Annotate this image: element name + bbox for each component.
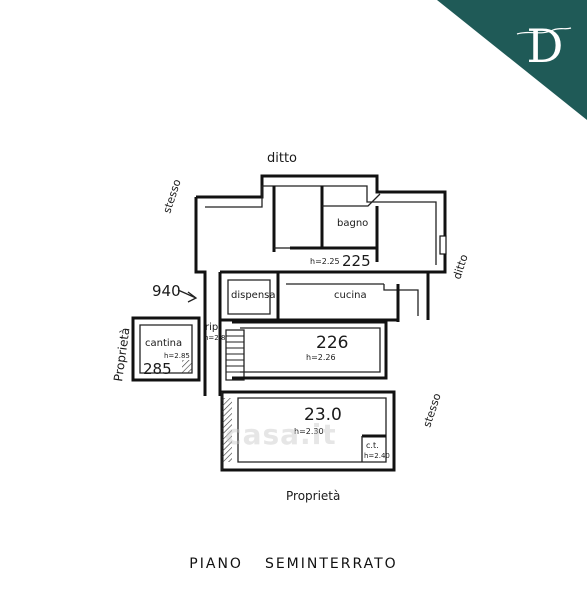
room-rip-height: h=2.8 bbox=[204, 334, 225, 342]
room-ct-name: c.t. bbox=[366, 441, 379, 450]
room-226-level: 226 bbox=[316, 333, 348, 353]
room-upper-level: 225 bbox=[342, 252, 371, 270]
room-bagno-name: bagno bbox=[337, 218, 368, 229]
room-upper-height: h=2.25 bbox=[310, 257, 340, 266]
room-230-level: 23.0 bbox=[304, 405, 342, 425]
room-rip-name: rip. bbox=[205, 322, 221, 333]
watermark: casa.it bbox=[225, 418, 337, 451]
room-ct-height: h=2.40 bbox=[364, 452, 390, 460]
cantina-walls bbox=[131, 316, 201, 382]
upper-block-walls bbox=[194, 174, 447, 280]
brand-logo: D bbox=[437, 0, 587, 120]
room-230-height: h=2.30 bbox=[294, 427, 324, 436]
logo-vine-icon bbox=[516, 27, 572, 35]
label-proprieta-left: Proprietà bbox=[111, 327, 132, 383]
logo-letter: D bbox=[527, 19, 564, 73]
room-cantina-height: h=2.85 bbox=[164, 352, 190, 360]
middle-band-walls bbox=[218, 270, 430, 322]
room-230-walls bbox=[220, 390, 396, 472]
room-cantina-level: 285 bbox=[143, 360, 172, 378]
label-proprieta-bottom: Proprietà bbox=[286, 489, 340, 503]
label-stesso-right: stesso bbox=[420, 391, 443, 429]
label-ditto-right: ditto bbox=[450, 253, 470, 281]
stair-corridor bbox=[203, 280, 245, 396]
room-cucina-name: cucina bbox=[334, 290, 367, 301]
room-cantina-name: cantina bbox=[145, 338, 182, 349]
plan-caption: PIANO SEMINTERRATO bbox=[0, 556, 587, 572]
label-level-940: 940 bbox=[152, 282, 181, 300]
arrow-940 bbox=[177, 289, 198, 303]
caption-word-1: PIANO bbox=[189, 556, 243, 572]
label-stesso-left: stesso bbox=[160, 177, 183, 215]
room-dispensa-name: dispensa bbox=[231, 290, 276, 301]
logo-corner-triangle bbox=[437, 0, 587, 120]
room-226-walls bbox=[232, 320, 388, 380]
caption-word-2: SEMINTERRATO bbox=[264, 556, 398, 572]
label-ditto-top: ditto bbox=[267, 151, 297, 166]
room-226-height: h=2.26 bbox=[306, 353, 336, 362]
